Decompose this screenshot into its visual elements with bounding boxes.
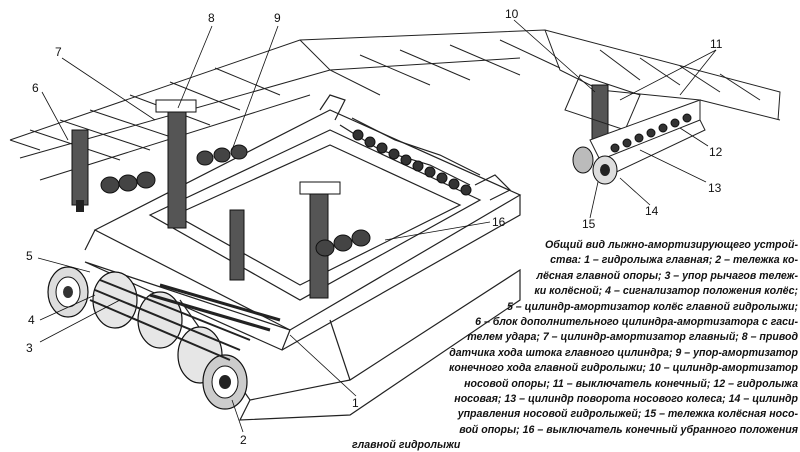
caption-line: носовая; 13 – цилиндр поворота носового … [454, 393, 798, 406]
caption-line: 5 – цилиндр-амортизатор колёс главной ги… [506, 300, 798, 313]
label-14: 14 [645, 204, 659, 218]
figure-caption: Общий вид лыжно-амортизирующего устрой- … [352, 238, 798, 452]
caption-line: Общий вид лыжно-амортизирующего устрой- [545, 239, 798, 251]
caption-line: главной гидролыжи [352, 439, 461, 452]
label-7: 7 [55, 45, 62, 59]
label-15: 15 [582, 217, 596, 231]
label-4: 4 [28, 313, 35, 327]
label-9: 9 [274, 11, 281, 25]
ski-tread-rollers [352, 129, 472, 196]
shock-cylinders [71, 84, 609, 299]
caption-line: ства: 1 – гидролыжа главная; 2 – тележка… [550, 254, 798, 267]
caption-line: телем удара; 7 – цилиндр-амортизатор гла… [467, 331, 798, 344]
main-wheel-bogie [47, 266, 281, 410]
label-3: 3 [26, 341, 33, 355]
caption-line: конечного хода главной гидролыжи; 10 – ц… [449, 362, 798, 375]
caption-line: лёсная главной опоры; 3 – упор рычагов т… [536, 269, 798, 282]
nose-gear [564, 74, 706, 185]
caption-line: управления носовой гидролыжей; 15 – теле… [457, 408, 798, 421]
caption-line: ки колёсной; 4 – сигнализатор положения … [534, 285, 798, 298]
caption-line: вой опоры; 16 – выключатель конечный убр… [459, 423, 798, 436]
caption-line: датчика хода штока главного цилиндра; 9 … [449, 346, 798, 359]
caption-line: 6 – блок дополнительного цилиндра-аморти… [475, 316, 798, 329]
label-11: 11 [710, 37, 723, 51]
label-12: 12 [709, 145, 723, 159]
label-16: 16 [492, 215, 506, 229]
label-6: 6 [32, 81, 39, 95]
label-1: 1 [352, 396, 359, 410]
label-2: 2 [240, 433, 247, 447]
label-8: 8 [208, 11, 215, 25]
caption-line: носовой опоры; 11 – выключатель конечный… [464, 377, 798, 390]
label-13: 13 [708, 181, 722, 195]
label-5: 5 [26, 249, 33, 263]
leader-lines [37, 19, 717, 433]
label-10: 10 [505, 7, 519, 21]
damper-blocks [100, 144, 371, 257]
